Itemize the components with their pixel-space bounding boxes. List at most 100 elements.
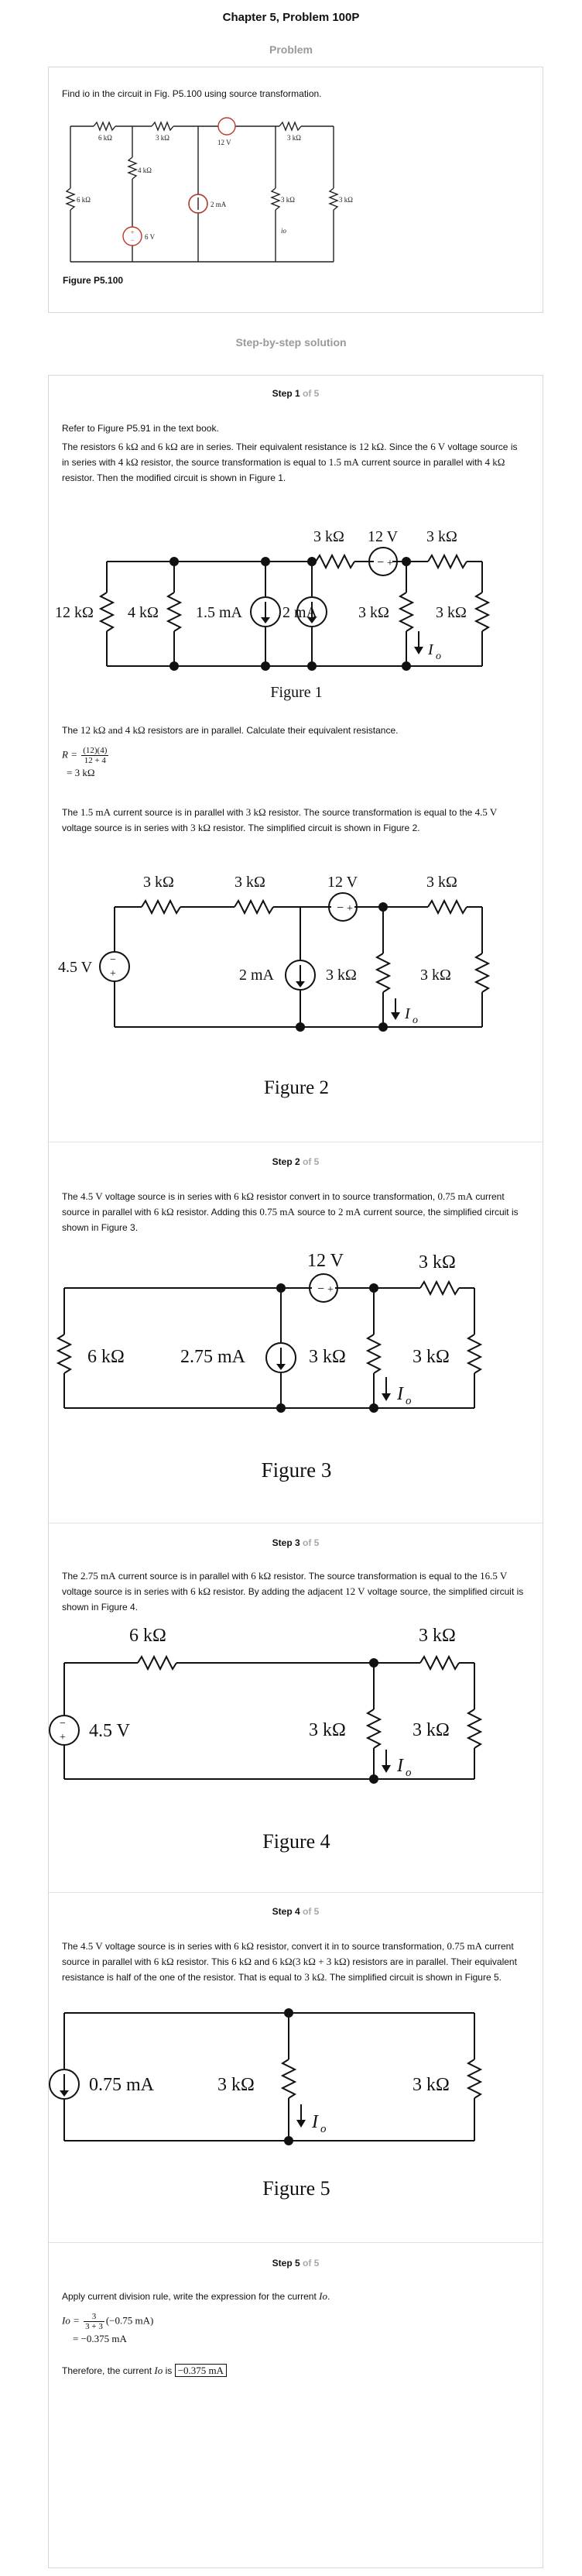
problem-statement: Find io in the circuit in Fig. P5.100 us… [62,88,322,99]
figure3-caption: Figure 3 [261,1458,332,1482]
step3-text1: The 2.75 mA current source is in paralle… [62,1570,524,1613]
step5-text2: Therefore, the current Io is −0.375 mA [62,2363,526,2379]
f5-r3b: 3 kΩ [413,2075,450,2095]
svg-text:−: − [110,954,116,966]
f4-r3a: 3 kΩ [309,1720,346,1740]
f1-r12: 12 kΩ [55,604,94,621]
problem-card: Find io in the circuit in Fig. P5.100 us… [48,67,543,313]
f2-r3a: 3 kΩ [326,967,357,984]
f4-r-top2: 3 kΩ [419,1626,456,1646]
p-label-r-mid: 4 kΩ [138,167,152,174]
figure5-caption: Figure 5 [262,2177,330,2200]
f3-v: 12 V [307,1251,344,1271]
step1-text4: The 1.5 mA current source is in parallel… [62,806,498,833]
f5-io-sub: o [320,2123,327,2135]
p-label-v-src: 6 V [145,233,156,241]
f2-r3b: 3 kΩ [420,967,451,984]
f5-io: I [311,2112,319,2132]
p-label-r-right1: 3 kΩ [281,196,295,204]
f3-r6: 6 kΩ [87,1347,125,1367]
f1-i2: 2 mA [282,604,318,621]
f3-io-sub: o [406,1395,412,1407]
f4-r3b: 3 kΩ [413,1720,450,1740]
f2-r-top1: 3 kΩ [143,874,174,891]
f1-io-sub: o [436,651,441,662]
solution-heading: Step-by-step solution [235,336,347,349]
svg-text:+: + [387,558,393,569]
f1-r3a: 3 kΩ [358,604,389,621]
f1-r4: 4 kΩ [128,604,159,621]
step3-label: Step 3 of 5 [272,1537,320,1548]
solution-card: Step 1 of 5 Refer to Figure P5.91 in the… [48,375,543,2568]
step4-label: Step 4 of 5 [272,1906,320,1917]
f1-r3b: 3 kΩ [436,604,467,621]
svg-text:−: − [337,902,344,915]
step5-label: Step 5 of 5 [272,2258,320,2269]
p-label-r-top1: 6 kΩ [98,134,112,142]
step1-label: Step 1 of 5 [272,388,320,399]
f4-r-top1: 6 kΩ [129,1626,166,1646]
svg-text:+: + [327,1284,334,1296]
svg-text:−: − [130,236,134,244]
f2-io-sub: o [413,1015,418,1026]
figure4-caption: Figure 4 [262,1830,330,1853]
svg-text:+: + [60,1732,66,1743]
f1-r-top1: 3 kΩ [313,528,344,545]
f2-io: I [404,1005,411,1022]
f1-io: I [427,641,434,658]
step2-text1: The 4.5 V voltage source is in series wi… [62,1190,519,1233]
figure4-circuit: −+ 6 kΩ 3 kΩ 4.5 V 3 kΩ 3 kΩ I o [49,1626,483,1784]
p-label-r-top2: 3 kΩ [156,134,169,142]
f5-r3a: 3 kΩ [217,2075,255,2095]
p-label-i-src: 2 mA [211,201,227,208]
f2-r-top2: 3 kΩ [235,874,265,891]
figure1-circuit: −+ 3 kΩ 12 V 3 kΩ 12 kΩ 4 kΩ 1.5 mA 2 mA… [55,528,491,671]
p-label-r-left: 6 kΩ [77,196,91,204]
p-label-v-top: 12 V [217,139,231,146]
figure1-caption: Figure 1 [270,684,323,701]
f2-v: 12 V [327,874,358,891]
svg-text:+: + [347,903,353,915]
figure5-circuit: 0.75 mA 3 kΩ 3 kΩ I o [49,2008,483,2145]
problem-circuit-figure: + − 6 kΩ 3 kΩ 4 kΩ 12 V 3 kΩ 6 kΩ 6 V 2 … [65,117,353,263]
f3-io: I [396,1384,404,1404]
step-divider [49,2242,543,2243]
problem-figure-caption: Figure P5.100 [63,275,124,286]
figure2-circuit: −+ −+ 3 kΩ 3 kΩ 12 V 3 kΩ 4.5 V 2 mA 3 k… [58,874,491,1032]
step2-label: Step 2 of 5 [272,1156,320,1167]
step4-text1: The 4.5 V voltage source is in series wi… [62,1940,517,1983]
page-title: Chapter 5, Problem 100P [222,11,360,24]
f4-io-sub: o [406,1767,412,1779]
f2-i2: 2 mA [239,967,275,984]
svg-text:−: − [317,1283,324,1296]
f3-i: 2.75 mA [180,1347,246,1367]
f2-vs: 4.5 V [58,959,93,976]
f5-i: 0.75 mA [89,2075,155,2095]
svg-text:+: + [110,968,116,980]
svg-text:+: + [130,228,134,236]
p-label-io: io [281,227,287,235]
problem-heading: Problem [269,43,313,56]
f4-io: I [396,1756,404,1776]
figure3-circuit: −+ 12 V 3 kΩ 6 kΩ 2.75 mA 3 kΩ 3 kΩ I o [56,1251,483,1413]
f2-r-top3: 3 kΩ [426,874,457,891]
final-answer: −0.375 mA [174,2364,227,2377]
step5-text1: Apply current division rule, write the e… [62,2290,330,2302]
step1-text3: The 12 kΩ and 4 kΩ resistors are in para… [62,724,399,736]
p-label-r-right2: 3 kΩ [339,196,353,204]
step1-equation: R = (12)(4)12 + 4 = 3 kΩ [62,746,109,778]
f1-v: 12 V [368,528,399,545]
svg-text:−: − [60,1718,66,1729]
f3-r-top: 3 kΩ [419,1252,456,1273]
step1-text2: The resistors 6 kΩ and 6 kΩ are in serie… [62,441,518,483]
p-label-r-top3: 3 kΩ [287,134,301,142]
f1-i15: 1.5 mA [196,604,243,621]
step1-text1: Refer to Figure P5.91 in the text book. [62,423,219,434]
svg-text:−: − [377,556,384,569]
f1-r-top2: 3 kΩ [426,528,457,545]
f3-r3a: 3 kΩ [309,1347,346,1367]
figure2-caption: Figure 2 [263,1077,330,1098]
step-divider [49,1892,543,1893]
f3-r3b: 3 kΩ [413,1347,450,1367]
